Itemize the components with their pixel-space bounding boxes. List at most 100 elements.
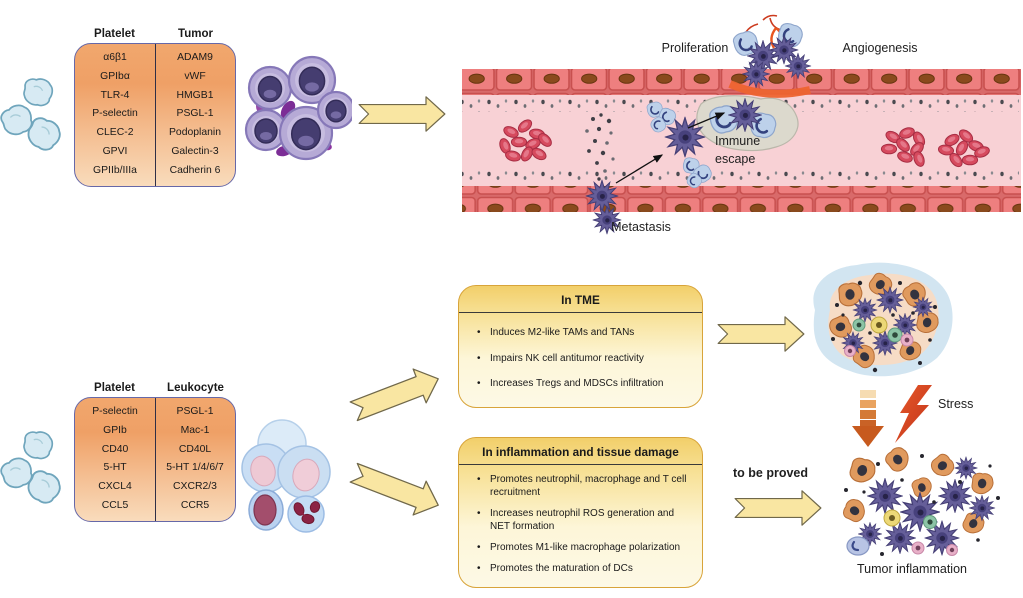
table-cell: HMGB1 bbox=[176, 89, 214, 101]
table-cell: CXCL4 bbox=[98, 481, 132, 493]
table-cell: 5-HT bbox=[103, 462, 127, 474]
bullet-text: Induces M2-like TAMs and TANs bbox=[490, 327, 635, 339]
table-cell: PSGL-1 bbox=[176, 108, 214, 120]
bullet-dot: • bbox=[477, 508, 481, 520]
tme-tumor-illustration bbox=[813, 262, 953, 377]
bullet-text: Promotes neutrophil, macrophage and T ce… bbox=[490, 474, 687, 499]
label-stress: Stress bbox=[938, 397, 974, 411]
table-cell: CCL5 bbox=[101, 499, 129, 511]
inflammation-bullet: • Increases neutrophil ROS generation and… bbox=[477, 508, 688, 534]
table-row: α6β1 ADAM9 bbox=[75, 49, 235, 68]
inflammation-box-separator bbox=[459, 464, 702, 466]
inflammation-bullet: • Promotes M1-like macrophage polarizatio… bbox=[477, 542, 688, 555]
table-cell: vWF bbox=[184, 70, 206, 82]
table-cell: CCR5 bbox=[180, 499, 210, 511]
tumor-inflammation-illustration bbox=[840, 446, 1000, 556]
label-tumor-inflammation: Tumor inflammation bbox=[857, 562, 967, 576]
bullet-text: Promotes the maturation of DCs bbox=[490, 562, 633, 574]
table-cell: ADAM9 bbox=[177, 52, 213, 63]
escape-arrow-1 bbox=[615, 154, 664, 184]
bullet-text: Increases neutrophil ROS generation and … bbox=[490, 508, 675, 532]
bullet-dot: • bbox=[477, 541, 481, 553]
table-cell: TLR-4 bbox=[100, 89, 130, 101]
blood-vessel-illustration bbox=[462, 14, 1021, 235]
tme-box-title: In TME bbox=[561, 293, 600, 307]
table-row: TLR-4 HMGB1 bbox=[75, 87, 235, 106]
angiogenesis-streak bbox=[728, 80, 811, 98]
bullet-dot: • bbox=[477, 378, 481, 390]
tme-box-separator bbox=[459, 312, 702, 314]
table-body: P-selectin PSGL-1 GPIb Mac-1 CD40 CD40L 5-H… bbox=[74, 397, 236, 522]
label-to-be-proved: to be proved bbox=[733, 466, 809, 480]
bullet-text: Promotes M1-like macrophage polarization bbox=[490, 541, 681, 553]
label-metastasis: Metastasis bbox=[611, 220, 671, 234]
table-row: 5-HT 5-HT 1/4/6/7 bbox=[75, 459, 235, 478]
table-row: P-selectin PSGL-1 bbox=[75, 105, 235, 124]
escape-arrow-2 bbox=[687, 112, 726, 129]
table-row: GPIbα vWF bbox=[75, 68, 235, 87]
platelet-dot-cloud bbox=[585, 113, 615, 181]
inflammation-bullet: • Promotes neutrophil, macrophage and T c… bbox=[477, 474, 688, 500]
table-cell: α6β1 bbox=[103, 52, 127, 63]
table-cell: P-selectin bbox=[92, 108, 138, 120]
table-cell: GPIbα bbox=[100, 70, 130, 82]
bullet-text: Increases Tregs and MDSCs infiltration bbox=[490, 378, 664, 390]
label-immune-escape: Immune escape bbox=[715, 134, 761, 167]
table-cell: Galectin-3 bbox=[171, 145, 219, 157]
tumor-cell-cluster-illustration bbox=[244, 55, 352, 161]
table-cell: PSGL-1 bbox=[176, 406, 214, 417]
table-cell: CLEC-2 bbox=[96, 127, 134, 139]
platelet-cluster-illustration bbox=[0, 75, 66, 156]
column-header-platelet: Platelet bbox=[94, 28, 135, 40]
arrow-to-be-proved bbox=[734, 490, 822, 526]
tme-box: In TME • Induces M2-like TAMs and TANs • I… bbox=[458, 285, 703, 408]
inflammation-box: In inflammation and tissue damage • Promo… bbox=[458, 437, 703, 588]
bullet-dot: • bbox=[477, 562, 481, 574]
table-cell: GPVI bbox=[102, 145, 128, 157]
table-body: α6β1 ADAM9 GPIbα vWF TLR-4 HMGB1 P-selectin… bbox=[74, 43, 236, 187]
stress-transition-arrow bbox=[852, 390, 884, 447]
tme-bullet: • Induces M2-like TAMs and TANs bbox=[477, 327, 688, 340]
platelet-cluster-illustration bbox=[0, 428, 66, 509]
leukocyte-cluster-illustration bbox=[241, 419, 331, 533]
column-header-platelet: Platelet bbox=[94, 382, 135, 394]
column-header-leukocyte: Leukocyte bbox=[167, 382, 224, 394]
table-header-row: Platelet Leukocyte bbox=[74, 382, 236, 394]
table-row: P-selectin PSGL-1 bbox=[75, 403, 235, 422]
table-row: CD40 CD40L bbox=[75, 441, 235, 460]
stress-bolt-icon bbox=[895, 385, 932, 443]
table-row: GPVI Galectin-3 bbox=[75, 143, 235, 162]
platelet-tumor-table: Platelet Tumor α6β1 ADAM9 GPIbα vWF TLR-4 H… bbox=[74, 28, 236, 187]
table-cell: Mac-1 bbox=[180, 424, 210, 436]
table-cell: GPIb bbox=[103, 424, 127, 436]
table-cell: Cadherin 6 bbox=[169, 164, 221, 176]
table-row: CLEC-2 Podoplanin bbox=[75, 124, 235, 143]
arrow-to-tme-box bbox=[346, 362, 446, 428]
table-cell: P-selectin bbox=[92, 406, 138, 417]
inflammation-box-title: In inflammation and tissue damage bbox=[482, 445, 679, 459]
table-row: GPIb Mac-1 bbox=[75, 422, 235, 441]
arrow-to-vessel bbox=[358, 96, 446, 132]
table-cell: GPIIb/IIIa bbox=[93, 164, 137, 176]
bullet-dot: • bbox=[477, 352, 481, 364]
table-cell: CXCR2/3 bbox=[173, 481, 217, 493]
table-divider bbox=[155, 44, 157, 186]
table-cell: 5-HT 1/4/6/7 bbox=[166, 462, 224, 474]
column-header-tumor: Tumor bbox=[178, 28, 213, 40]
platelet-leukocyte-table: Platelet Leukocyte P-selectin PSGL-1 GPIb… bbox=[74, 382, 236, 522]
table-divider bbox=[155, 398, 157, 521]
table-header-row: Platelet Tumor bbox=[74, 28, 236, 40]
table-cell: CD40 bbox=[101, 443, 129, 455]
label-proliferation: Proliferation bbox=[661, 41, 729, 55]
tme-bullet: • Increases Tregs and MDSCs infiltration bbox=[477, 378, 688, 391]
table-row: CCL5 CCR5 bbox=[75, 497, 235, 516]
bullet-dot: • bbox=[477, 327, 481, 339]
table-cell: Podoplanin bbox=[169, 127, 221, 139]
inflammation-bullet: • Promotes the maturation of DCs bbox=[477, 563, 688, 576]
bullet-dot: • bbox=[477, 474, 481, 486]
bullet-text: Impairs NK cell antitumor reactivity bbox=[490, 352, 644, 364]
table-cell: CD40L bbox=[178, 443, 212, 455]
tme-bullet: • Impairs NK cell antitumor reactivity bbox=[477, 353, 688, 366]
arrow-to-inflammation-box bbox=[346, 456, 446, 522]
